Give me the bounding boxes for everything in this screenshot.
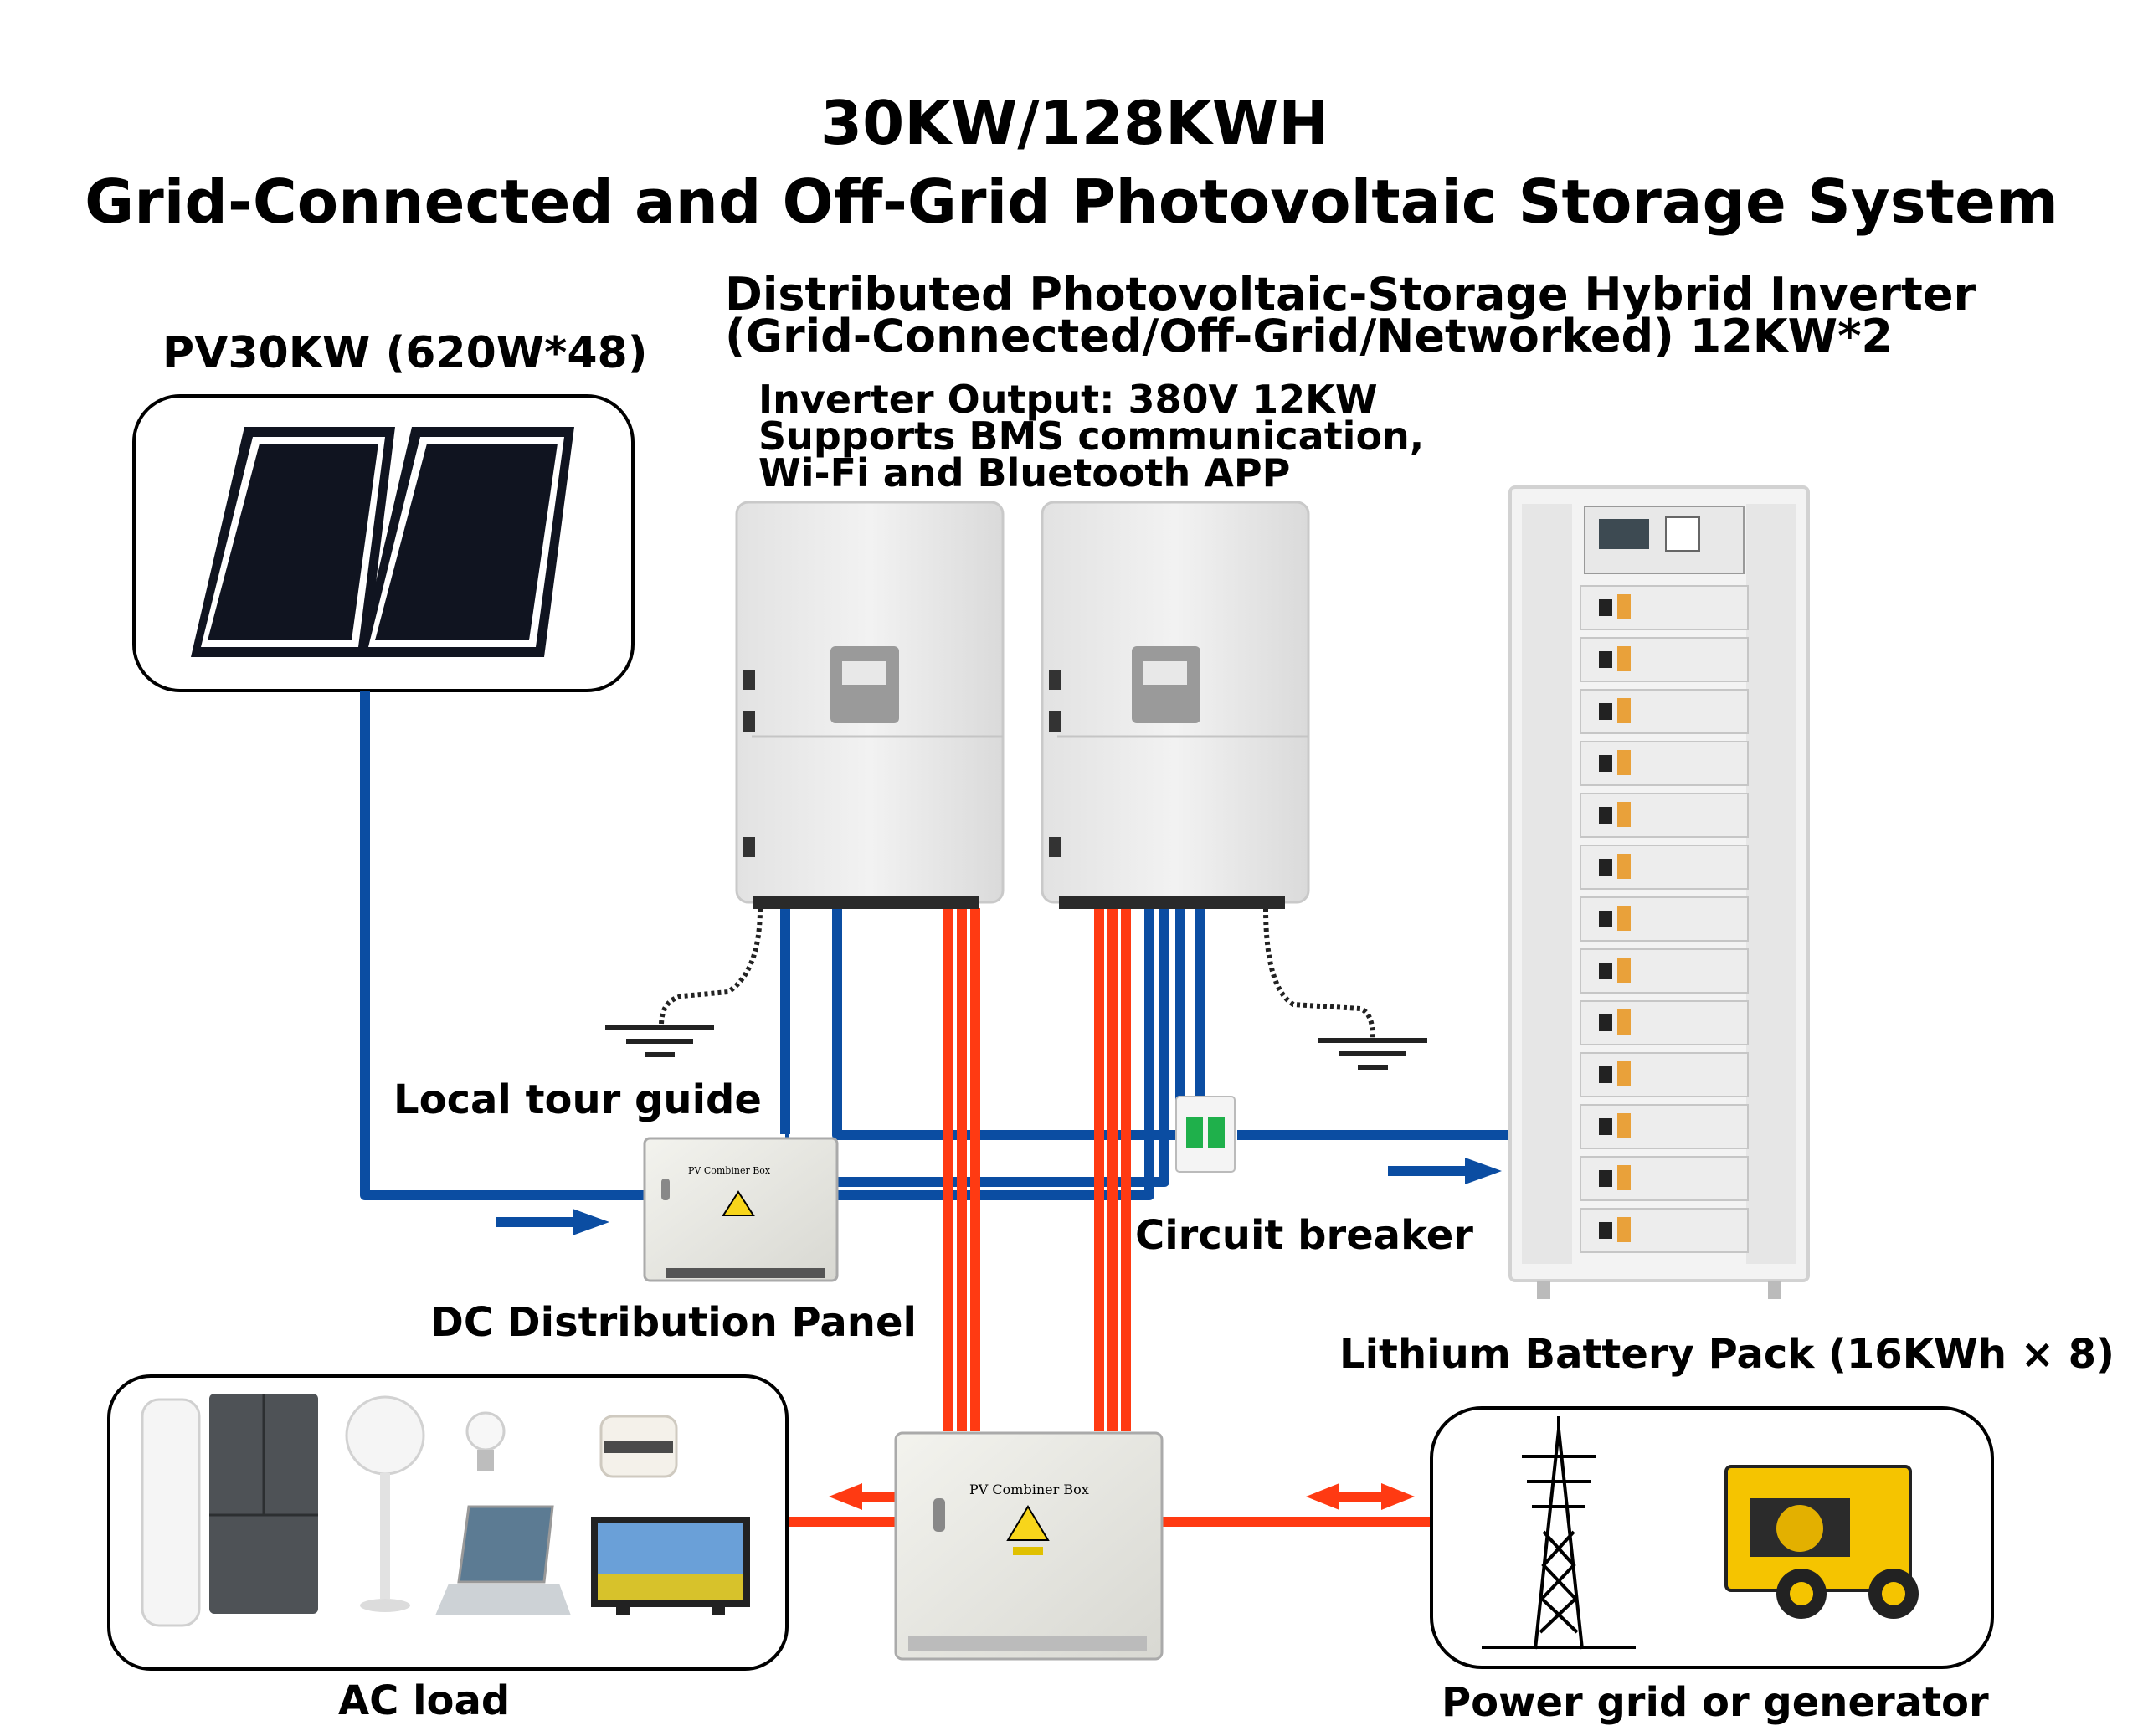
battery-plug (1599, 1066, 1612, 1083)
circuit-breaker-label: Circuit breaker (1135, 1212, 1473, 1259)
battery-plug (1599, 1014, 1612, 1031)
battery-plug (1599, 1170, 1612, 1187)
grid-label: Power grid or generator (1442, 1679, 1989, 1726)
battery-connector (1617, 1061, 1631, 1086)
ac-load-box (107, 1374, 789, 1671)
battery-connector (1617, 854, 1631, 879)
battery-plug (1599, 859, 1612, 876)
dc-distribution-box (643, 1137, 839, 1282)
battery-connector (1617, 1217, 1631, 1242)
inverter-spec-3: Wi-Fi and Bluetooth APP (758, 450, 1291, 496)
battery-connector (1617, 750, 1631, 775)
inverter-spec-1: Inverter Output: 380V 12KW (758, 377, 1378, 422)
ac-box-plate: PV Combiner Box (969, 1482, 1089, 1497)
television-icon (591, 1517, 750, 1615)
battery-connector (1617, 646, 1631, 671)
battery-plug (1599, 1222, 1612, 1239)
battery-plug (1599, 651, 1612, 668)
inverter-1 (735, 501, 1005, 909)
battery-connector (1617, 802, 1631, 827)
battery-label: Lithium Battery Pack (16KWh × 8) (1339, 1331, 2115, 1378)
inverter-heading-2: (Grid-Connected/Off-Grid/Networked) 12KW… (725, 310, 1894, 362)
ac-wires (789, 908, 1431, 1527)
battery-connector (1617, 594, 1631, 619)
generator-icon (1724, 1465, 1919, 1619)
light-bulb-icon (465, 1411, 506, 1471)
circuit-breaker (1175, 1096, 1236, 1173)
dc-panel-label: DC Distribution Panel (430, 1299, 917, 1346)
power-tower-icon (1482, 1416, 1636, 1650)
laptop-icon (435, 1505, 571, 1615)
inverter-heading-1: Distributed Photovoltaic-Storage Hybrid … (725, 268, 1976, 321)
grid-generator-box (1430, 1406, 1994, 1669)
dc-box-plate: PV Combiner Box (688, 1165, 771, 1176)
pv-label: PV30KW (620W*48) (162, 328, 648, 378)
ground-left (605, 907, 763, 1057)
battery-plug (1599, 807, 1612, 824)
inverter-2 (1041, 501, 1310, 909)
refrigerator-icon (209, 1394, 318, 1614)
inverter-spec-2: Supports BMS communication, (758, 413, 1425, 459)
ac-combiner-box (894, 1431, 1164, 1661)
fan-icon (345, 1395, 425, 1612)
battery-connector (1617, 1009, 1631, 1035)
battery-plug (1599, 599, 1612, 616)
battery-plug (1599, 911, 1612, 927)
title-line-2: Grid-Connected and Off-Grid Photovoltaic… (85, 167, 2058, 237)
solar-panel-right (358, 427, 574, 657)
battery-plug (1599, 1118, 1612, 1135)
dc-arrow-to-panel (496, 1209, 609, 1235)
battery-plug (1599, 963, 1612, 979)
pv-panel-box (132, 394, 635, 692)
dc-arrow-to-battery (1388, 1158, 1502, 1184)
local-guide-label: Local tour guide (393, 1076, 762, 1123)
battery-connector (1617, 1165, 1631, 1190)
ac-load-label: AC load (338, 1677, 511, 1724)
battery-connector (1617, 1113, 1631, 1138)
battery-connector (1617, 906, 1631, 931)
battery-plug (1599, 703, 1612, 720)
rice-cooker-icon (599, 1415, 678, 1478)
battery-connector (1617, 958, 1631, 983)
title-line-1: 30KW/128KWH (820, 88, 1329, 158)
dc-wires (360, 691, 1511, 1200)
battery-connector (1617, 698, 1631, 723)
solar-panel-left (191, 427, 395, 657)
battery-plug (1599, 755, 1612, 772)
ac-arrow-bidirectional (1306, 1483, 1415, 1510)
air-conditioner-icon (141, 1398, 201, 1627)
battery-rack (1508, 485, 1810, 1299)
ground-right (1263, 907, 1427, 1070)
